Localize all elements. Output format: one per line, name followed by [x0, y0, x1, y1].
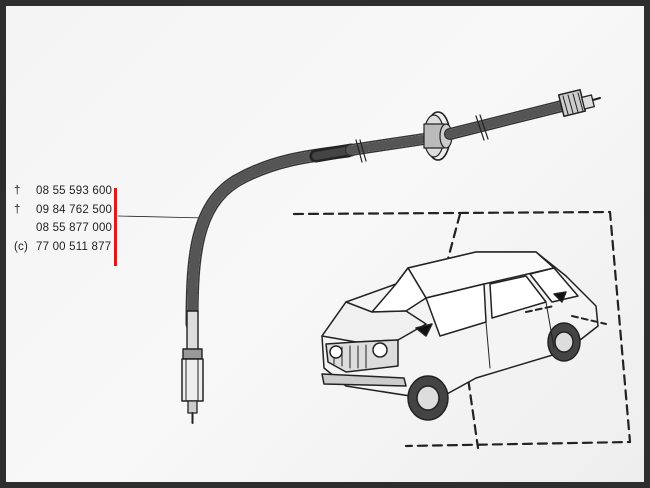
part-number: 08 55 593 600	[36, 185, 113, 197]
part-number: 08 55 877 000	[36, 222, 113, 234]
highlight-marker	[114, 188, 117, 266]
part-mark: (c)	[14, 240, 29, 253]
part-row: † 08 55 593 600	[14, 182, 124, 201]
part-mark: †	[14, 185, 21, 197]
part-number: 09 84 762 500	[36, 203, 113, 216]
car-drawing	[321, 251, 607, 421]
part-number: 77 00 511 877	[36, 240, 112, 253]
part-row: (c) 77 00 511 877	[14, 238, 124, 257]
speedometer-cable-diagram	[117, 88, 632, 450]
location-arrow	[415, 323, 433, 337]
part-row: † 09 84 762 500	[14, 201, 124, 220]
leader-line	[117, 215, 207, 219]
part-number-list: † 08 55 593 600 † 09 84 762 500 08 55 87…	[14, 182, 124, 256]
part-row: 08 55 877 000	[14, 219, 124, 238]
part-mark: †	[14, 203, 21, 216]
speedometer-cable-drawing	[181, 88, 601, 424]
catalog-page: † 08 55 593 600 † 09 84 762 500 08 55 87…	[6, 6, 644, 482]
